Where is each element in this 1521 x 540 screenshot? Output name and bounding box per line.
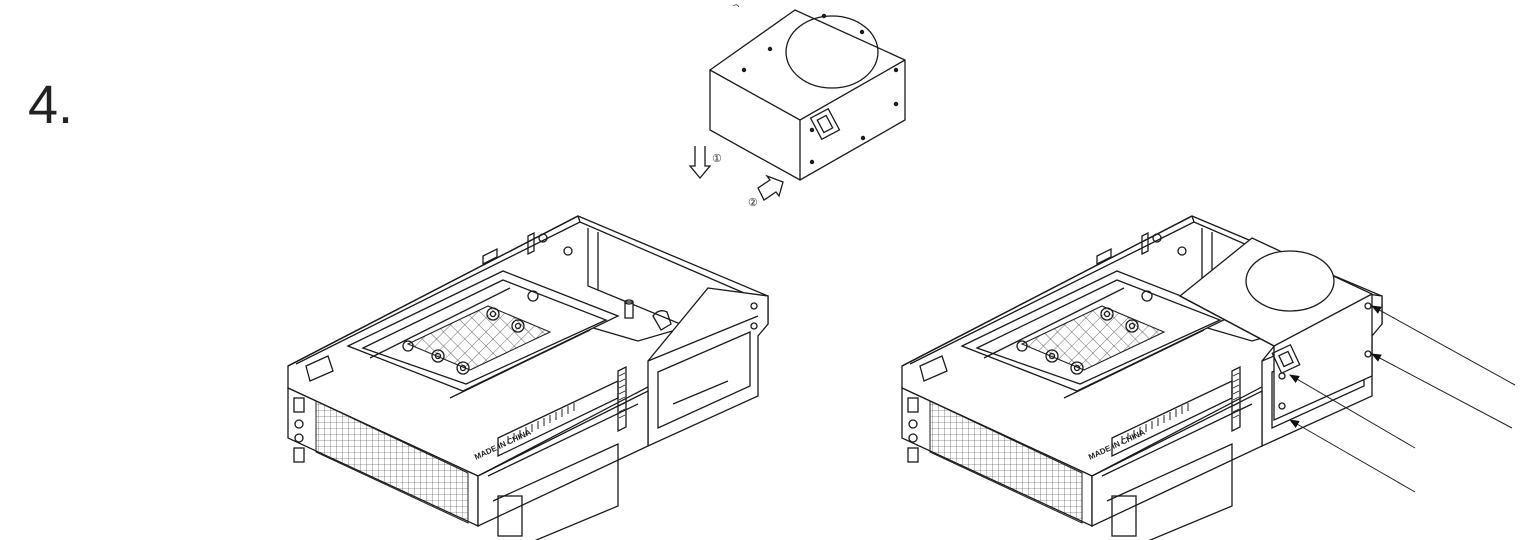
screw-arrow-1: [1371, 305, 1516, 386]
chassis-before: MADE IN CHINA: [287, 215, 769, 540]
callout-2: ②: [748, 174, 784, 209]
chassis-after: MADE IN CHINA: [901, 215, 1383, 540]
callout-1-number: ①: [712, 152, 722, 165]
step-number: 4.: [28, 75, 74, 135]
power-supply-unit: [709, 4, 906, 181]
screw-arrow-2: [1371, 353, 1513, 429]
screw-arrow-3: [1289, 374, 1416, 449]
screw-arrows: [1289, 305, 1516, 493]
screw-arrow-4: [1289, 419, 1416, 493]
callout-1: ①: [688, 146, 722, 180]
callout-2-number: ②: [748, 196, 758, 209]
